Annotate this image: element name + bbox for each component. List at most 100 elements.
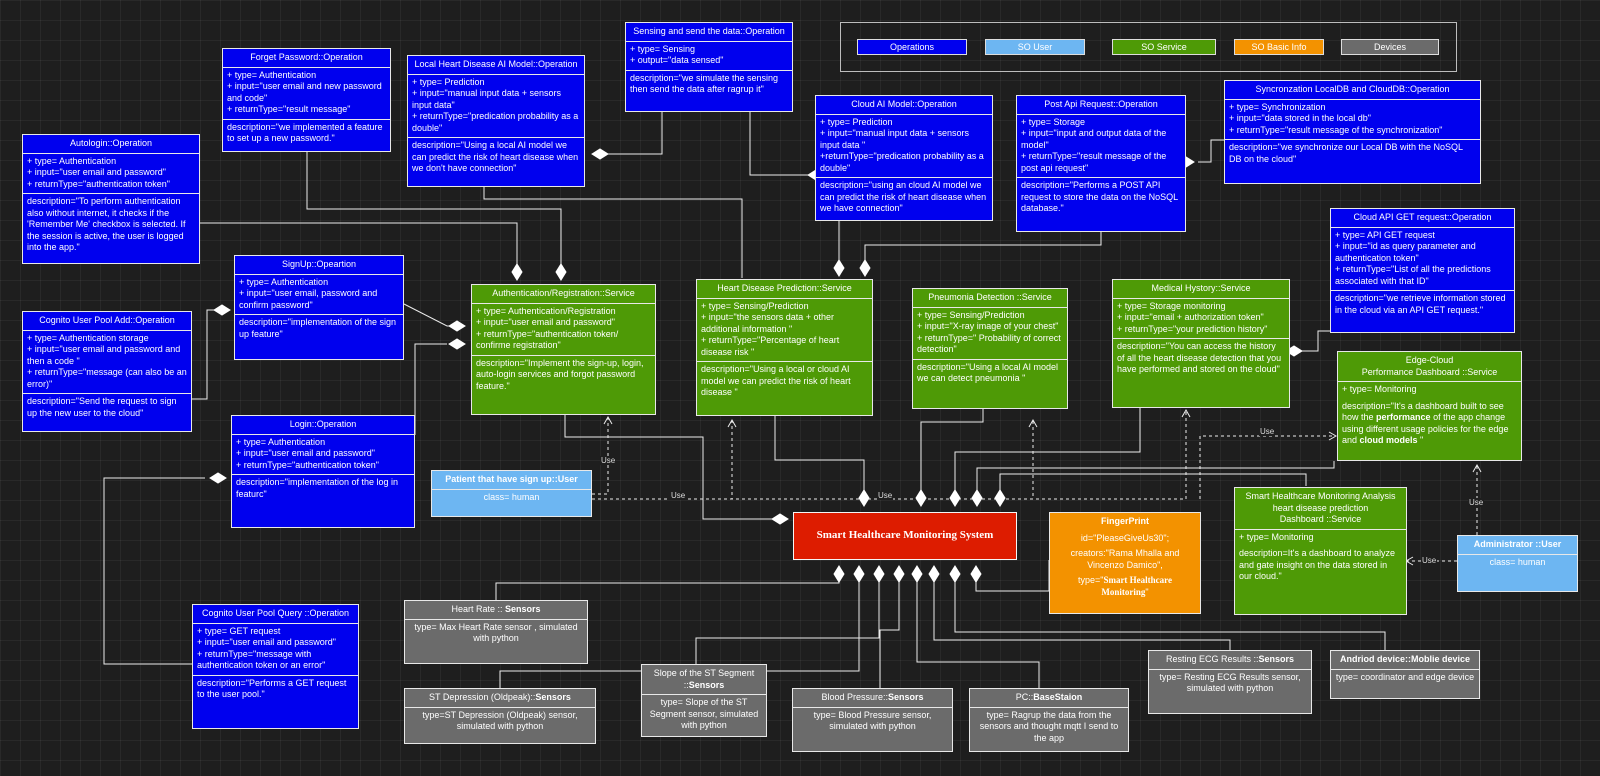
box-title: Syncronzation LocalDB and CloudDB::Opera…: [1255, 84, 1450, 94]
attr-line: + input="user email and password": [476, 317, 615, 327]
link-edgecloud-system: [976, 461, 1335, 493]
box-attributes: + type= Authentication + input="user ema…: [23, 152, 199, 194]
legend-devices: Devices: [1341, 39, 1439, 55]
box-attributes: + type= Storage monitoring + input="emai…: [1113, 297, 1289, 339]
medical-history-service[interactable]: Medical Hystory::Service + type= Storage…: [1112, 279, 1290, 408]
attr-line: + input="X-ray image of your chest": [917, 321, 1059, 331]
signup-operation[interactable]: SignUp::Opeartion + type= Authentication…: [234, 255, 404, 360]
sensing-operation[interactable]: Sensing and send the data::Operation + t…: [625, 22, 793, 112]
box-description: description="Using a local or cloud AI m…: [697, 361, 872, 402]
fingerprint-info[interactable]: FingerPrint id="PleaseGiveUs30"; creator…: [1049, 512, 1201, 614]
edge-cloud-dashboard-service[interactable]: Edge-Cloud Performance Dashboard ::Servi…: [1337, 351, 1522, 461]
attr-line: + returnType="your prediction history": [1117, 323, 1268, 334]
resting-ecg-sensor[interactable]: Resting ECG Results ::Sensors type= Rest…: [1148, 650, 1312, 714]
heart-rate-sensor[interactable]: Heart Rate :: Sensors type= Max Heart Ra…: [404, 600, 588, 664]
box-description: description="To perform authentication a…: [23, 193, 199, 257]
diamond: [911, 565, 923, 583]
box-attributes: + type= Monitoring: [1338, 381, 1521, 399]
link-fingerprint-system: [975, 560, 1050, 592]
box-title: Medical Hystory::Service: [1151, 283, 1251, 293]
box-title: Patient that have sign up::User: [445, 474, 578, 484]
box-title: Forget Password::Operation: [250, 52, 363, 62]
box-attributes: + type= Prediction + input="manual input…: [408, 73, 584, 138]
android-mobile-device[interactable]: Andriod device::Moblie device type= coor…: [1330, 650, 1480, 699]
administrator-user[interactable]: Administrator ::User class= human: [1457, 535, 1578, 592]
box-description: description="Send the request to sign up…: [23, 393, 191, 422]
attr-line: + returnType="List of all the prediction…: [1335, 264, 1491, 286]
cognito-user-pool-query-operation[interactable]: Cognito User Pool Query ::Operation + ty…: [192, 604, 359, 729]
diamond: [448, 320, 466, 332]
box-attributes: + type= Storage + input="input and outpu…: [1017, 113, 1185, 178]
legend-operations: Operations: [857, 39, 967, 55]
box-attributes: + type= Synchronization + input="data st…: [1225, 98, 1480, 140]
box-title: PC::BaseStaion: [970, 689, 1128, 707]
box-attributes: + type= Monitoring: [1235, 528, 1406, 547]
sensor-body: type=ST Depression (Oldpeak) sensor, sim…: [405, 706, 595, 736]
attr-line: + returnType="message with authenticatio…: [197, 648, 326, 671]
desc-bold: performance: [1376, 412, 1431, 422]
link-heart-system: [774, 416, 865, 493]
authentication-registration-service[interactable]: Authentication/Registration::Service + t…: [471, 284, 656, 415]
local-ai-model-operation[interactable]: Local Heart Disease AI Model::Operation …: [407, 55, 585, 187]
link-pc-system: [916, 572, 1040, 688]
st-depression-sensor[interactable]: ST Depression (Oldpeak)::Sensors type=ST…: [404, 688, 596, 744]
desc-bold: cloud models: [1359, 435, 1418, 445]
link-sensing-cloudai: [749, 112, 808, 176]
slope-st-segment-sensor[interactable]: Slope of the ST Segment ::Sensors type= …: [641, 664, 767, 737]
attr-line: + returnType="Percentage of heart diseas…: [701, 335, 840, 357]
forget-password-operation[interactable]: Forget Password::Operation + type= Authe…: [222, 48, 391, 152]
arrowhead: [727, 418, 737, 428]
cloud-api-get-request-operation[interactable]: Cloud API GET request::Operation + type=…: [1330, 208, 1515, 333]
box-title: Cognito User Pool Add::Operation: [39, 315, 175, 325]
sensor-body: type= Resting ECG Results sensor, simula…: [1149, 668, 1311, 698]
attr-line: + type= Synchronization: [1229, 101, 1326, 112]
box-description: description="we synchronize our Local DB…: [1225, 139, 1480, 168]
box-title: Autologin::Operation: [69, 138, 153, 148]
smart-healthcare-system[interactable]: Smart Healthcare Monitoring System: [793, 512, 1017, 560]
attr-line: + returnType="result message of the sync…: [1229, 124, 1443, 135]
diamond: [448, 338, 466, 350]
box-description: description="You can access the history …: [1113, 338, 1289, 379]
box-description: description="we retrieve information sto…: [1331, 290, 1514, 319]
analysis-dashboard-service[interactable]: Smart Healthcare Monitoring Analysis hea…: [1234, 487, 1407, 615]
pc-base-station[interactable]: PC::BaseStaion type= Ragrup the data fro…: [969, 688, 1129, 752]
box-description: description="we implemented a feature to…: [223, 118, 390, 148]
title-text: PC::: [1015, 692, 1034, 702]
login-operation[interactable]: Login::Operation + type= Authentication …: [231, 415, 415, 528]
box-description: description="we simulate the sensing the…: [626, 69, 792, 99]
cloud-ai-model-operation[interactable]: Cloud AI Model::Operation + type= Predic…: [815, 95, 993, 221]
blood-pressure-sensor[interactable]: Blood Pressure::Sensors type= Blood Pres…: [792, 688, 953, 752]
link-history-system: [954, 408, 1141, 493]
diamond: [511, 263, 523, 281]
cognito-user-pool-add-operation[interactable]: Cognito User Pool Add::Operation + type=…: [22, 311, 192, 432]
diamond: [949, 565, 961, 583]
box-description: description="implementation of the log i…: [232, 474, 414, 503]
patient-user[interactable]: Patient that have sign up::User class= h…: [431, 470, 592, 517]
diamond: [928, 565, 940, 583]
use-patient-edgecloud: [1199, 435, 1335, 499]
fingerprint-type: type="Smart Healthcare Monitoring": [1054, 575, 1196, 598]
legend-so-service: SO Service: [1112, 39, 1216, 55]
link-cognitoquery-login: [103, 477, 205, 665]
autologin-operation[interactable]: Autologin::Operation + type= Authenticat…: [22, 134, 200, 264]
user-class: class= human: [1458, 553, 1577, 572]
pneumonia-detection-service[interactable]: Pneumonia Detection ::Service + type= Se…: [912, 288, 1068, 409]
box-attributes: + type= Prediction + input="manual input…: [816, 113, 992, 178]
title-text: ST Depression (Oldpeak)::: [429, 692, 536, 702]
heart-disease-prediction-service[interactable]: Heart Disease Prediction::Service + type…: [696, 279, 873, 416]
link-android-system: [954, 572, 1386, 650]
fingerprint-details: id="PleaseGiveUs30"; creators:"Rama Mhal…: [1050, 531, 1200, 602]
box-title: Cloud AI Model::Operation: [851, 99, 957, 109]
diamond: [915, 489, 927, 507]
arrowhead: [1328, 431, 1338, 441]
attr-line: + input="manual input data + sensors inp…: [820, 128, 970, 150]
box-title: Authentication/Registration::Service: [492, 288, 635, 298]
box-title: Cloud API GET request::Operation: [1353, 212, 1492, 222]
sync-localdb-clouddb-operation[interactable]: Syncronzation LocalDB and CloudDB::Opera…: [1224, 80, 1481, 184]
post-api-request-operation[interactable]: Post Api Request::Operation + type= Stor…: [1016, 95, 1186, 232]
box-attributes: + type= Authentication + input="user ema…: [235, 273, 403, 315]
title-text: Blood Pressure::: [821, 692, 888, 702]
arrowhead: [1028, 418, 1038, 428]
legend-so-user: SO User: [985, 39, 1085, 55]
